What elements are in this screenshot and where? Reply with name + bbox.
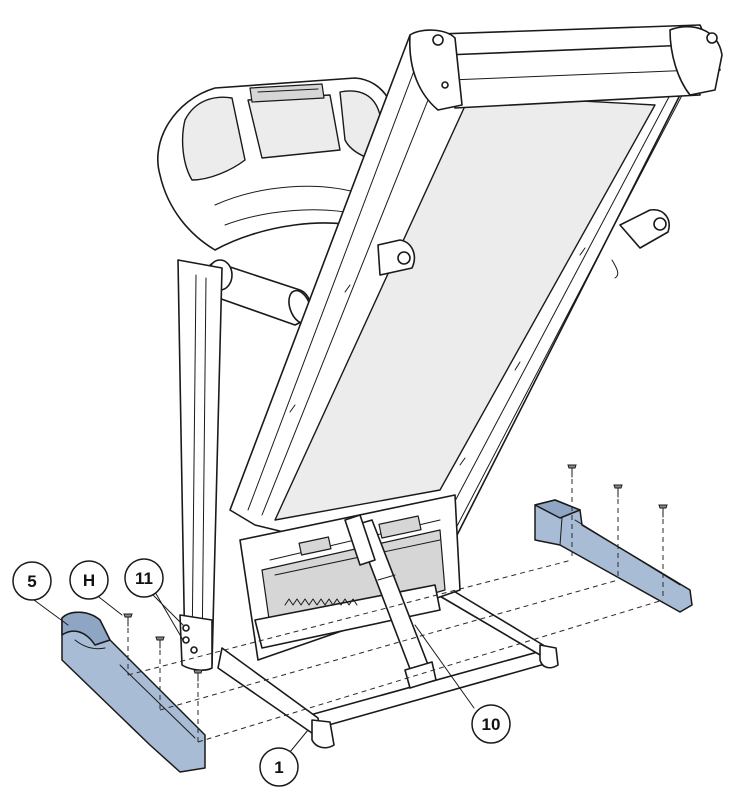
base-frame [217, 494, 559, 749]
console-assembly [157, 77, 397, 251]
callout-5: 5 [12, 561, 52, 601]
screw [155, 636, 165, 649]
upright-post [177, 259, 223, 671]
screw [193, 669, 203, 682]
leader-lines [33, 591, 475, 753]
callout-label: 11 [135, 569, 153, 588]
alignment-lines [127, 479, 664, 743]
screw [658, 504, 668, 518]
callout-10: 10 [471, 704, 511, 744]
callout-label: 5 [27, 572, 36, 591]
screws-h [123, 464, 668, 682]
callout-label: 1 [274, 758, 283, 777]
left-frame-cover [61, 611, 206, 773]
screw [567, 464, 577, 478]
callout-label: 10 [482, 715, 501, 734]
right-frame-cover [534, 499, 693, 613]
callout-label: H [83, 571, 95, 590]
screw [613, 484, 623, 498]
callout-1: 1 [259, 747, 299, 787]
callout-11: 11 [124, 558, 164, 598]
callout-h: H [69, 560, 109, 600]
lift-cylinder [344, 514, 437, 689]
screw [123, 613, 133, 627]
deck-frame [229, 24, 723, 571]
